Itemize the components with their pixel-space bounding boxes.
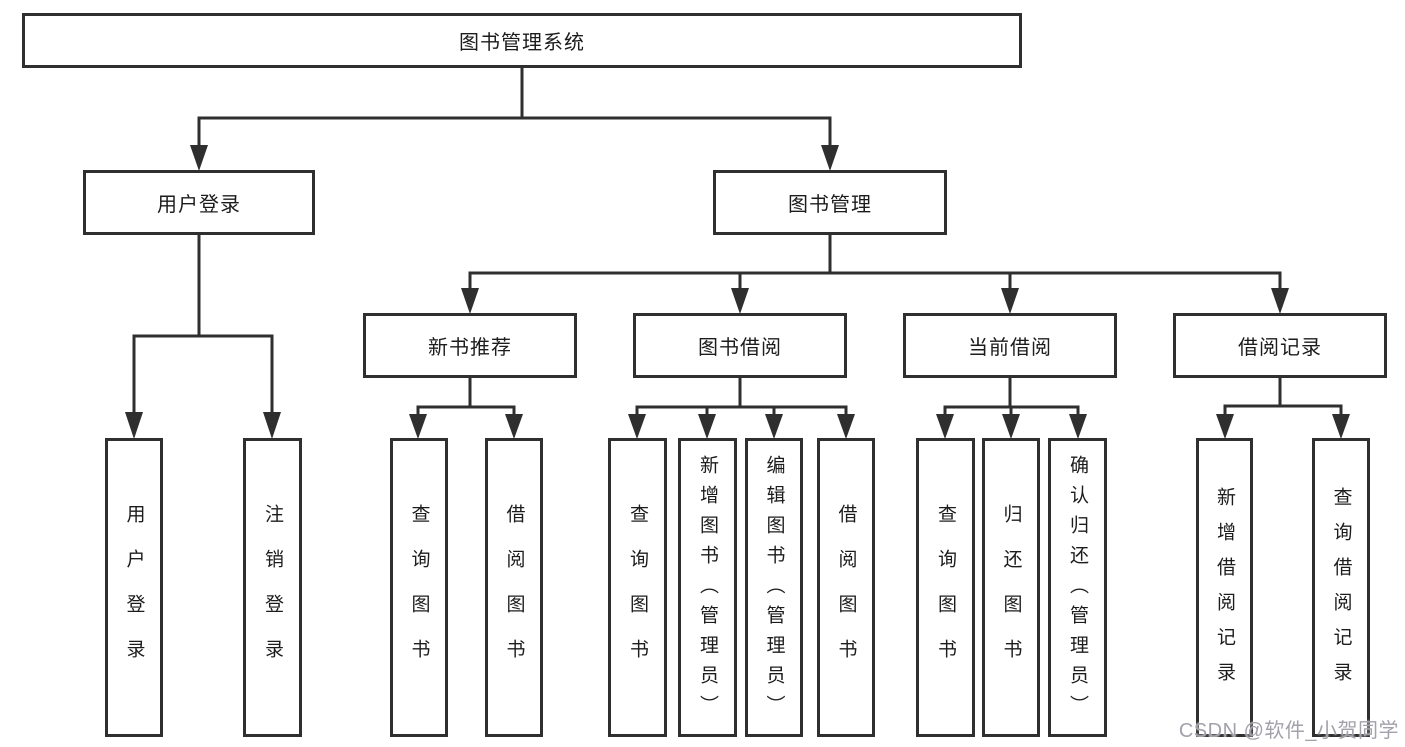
node-bb-add-books-admin-label: 新增图书（管理员） — [697, 455, 718, 725]
node-book-borrow: 图书借阅 — [633, 313, 847, 378]
node-nbr-borrow-books: 借阅图书 — [485, 438, 543, 737]
node-br-add-record: 新增借阅记录 — [1196, 438, 1253, 737]
connector-current-borrow-children — [936, 376, 1087, 439]
node-cb-query-books: 查询图书 — [916, 438, 975, 737]
node-cb-return-books-label: 归还图书 — [1000, 504, 1022, 684]
node-nbr-query-books: 查询图书 — [390, 438, 448, 737]
node-borrow-records-label: 借阅记录 — [1238, 337, 1322, 359]
node-bb-edit-books-admin-label: 编辑图书（管理员） — [763, 455, 785, 725]
node-current-borrow-label: 当前借阅 — [968, 337, 1052, 359]
connector-borrow-records-children — [1216, 376, 1350, 439]
csdn-watermark: CSDN @软件_小贺同学 — [1178, 720, 1399, 742]
node-user-login-action-label: 用户登录 — [123, 504, 145, 684]
node-br-add-record-label: 新增借阅记录 — [1214, 486, 1235, 697]
node-library-system: 图书管理系统 — [22, 13, 1022, 68]
node-logout: 注销登录 — [243, 438, 302, 737]
node-logout-label: 注销登录 — [262, 504, 283, 684]
node-nbr-borrow-books-label: 借阅图书 — [503, 504, 525, 684]
node-br-query-record: 查询借阅记录 — [1312, 438, 1370, 737]
node-user-login-action: 用户登录 — [105, 438, 163, 737]
node-book-management: 图书管理 — [713, 170, 947, 235]
node-bb-borrow-books: 借阅图书 — [817, 438, 875, 737]
node-new-book-recommend: 新书推荐 — [363, 313, 577, 378]
node-cb-return-books: 归还图书 — [982, 438, 1040, 737]
node-borrow-records: 借阅记录 — [1173, 313, 1387, 378]
node-cb-confirm-return-admin: 确认归还（管理员） — [1048, 438, 1107, 737]
node-user-login: 用户登录 — [83, 170, 315, 235]
connector-user-login-children — [125, 233, 281, 439]
connector-root-to-level1 — [190, 66, 839, 171]
node-new-book-recommend-label: 新书推荐 — [428, 337, 512, 359]
connector-new-book-children — [409, 376, 523, 439]
node-cb-query-books-label: 查询图书 — [935, 504, 956, 684]
node-book-management-label: 图书管理 — [788, 194, 872, 216]
node-library-system-label: 图书管理系统 — [459, 32, 585, 54]
node-bb-query-books: 查询图书 — [608, 438, 667, 737]
node-nbr-query-books-label: 查询图书 — [408, 504, 430, 684]
connector-book-borrow-children — [628, 376, 855, 439]
node-bb-borrow-books-label: 借阅图书 — [835, 504, 857, 684]
node-user-login-label: 用户登录 — [157, 194, 241, 216]
node-bb-query-books-label: 查询图书 — [627, 504, 648, 684]
node-br-query-record-label: 查询借阅记录 — [1330, 486, 1352, 697]
node-book-borrow-label: 图书借阅 — [698, 337, 782, 359]
connector-book-management-to-level2 — [461, 233, 1289, 314]
node-current-borrow: 当前借阅 — [903, 313, 1117, 378]
node-bb-edit-books-admin: 编辑图书（管理员） — [745, 438, 803, 737]
node-bb-add-books-admin: 新增图书（管理员） — [678, 438, 737, 737]
node-cb-confirm-return-admin-label: 确认归还（管理员） — [1067, 455, 1088, 725]
